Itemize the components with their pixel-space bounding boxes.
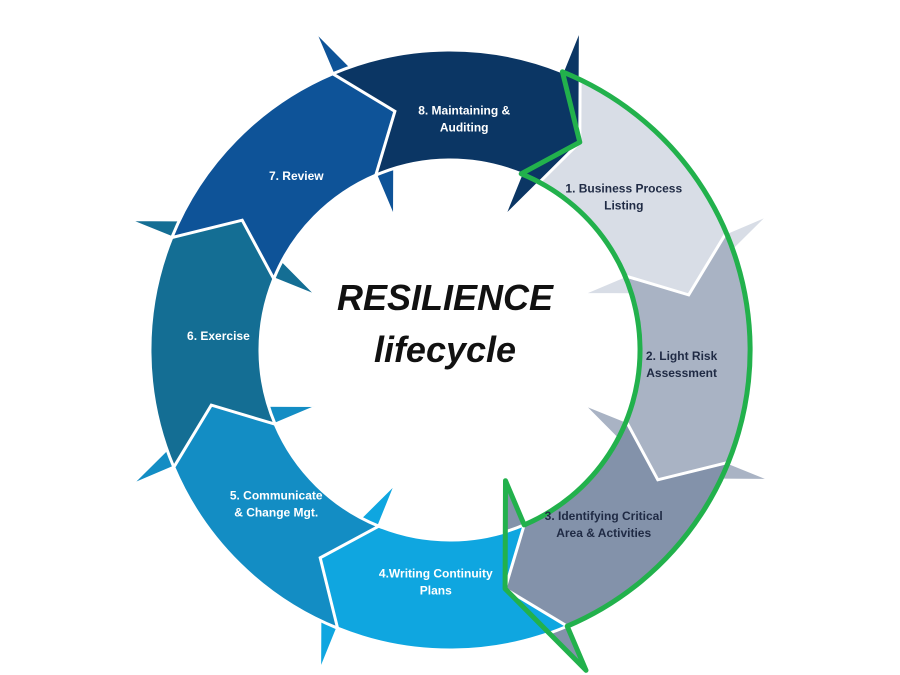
step-8-arrow xyxy=(329,26,582,220)
step-1-label-line1: 1. Business Process xyxy=(565,181,682,195)
highlight-outline xyxy=(502,69,753,673)
step-8-label: 8. Maintaining & Auditing xyxy=(418,103,510,134)
step-5-label-line2: & Change Mgt. xyxy=(234,506,318,520)
step-4-label-line1: 4.Writing Continuity xyxy=(379,567,493,581)
step-3-label-line2: Area & Activities xyxy=(556,526,651,540)
title-resilience: RESILIENCE xyxy=(337,277,554,318)
step-7-label-line1: 7. Review xyxy=(269,169,324,183)
step-7-arrow xyxy=(169,28,397,283)
step-8-label-line2: Auditing xyxy=(440,120,489,134)
step-4-arrow xyxy=(318,480,571,674)
step-6-label-line1: 6. Exercise xyxy=(187,329,250,343)
step-1-label-line2: Listing xyxy=(604,198,643,212)
step-5-label: 5. Communicate & Change Mgt. xyxy=(230,489,323,520)
title-lifecycle: lifecycle xyxy=(374,329,516,370)
step-3-label-line1: 3. Identifying Critical xyxy=(545,509,663,523)
step-6-arrow xyxy=(126,218,320,471)
step-5-arrow xyxy=(128,403,383,631)
step-8-label-line1: 8. Maintaining & xyxy=(418,103,510,117)
step-4-label-line2: Plans xyxy=(420,584,452,598)
step-7-label: 7. Review xyxy=(269,169,324,183)
cycle-segments xyxy=(126,26,774,674)
step-5-label-line1: 5. Communicate xyxy=(230,489,323,503)
step-2-label-line1: 2. Light Risk xyxy=(646,349,718,363)
step-2-label-line2: Assessment xyxy=(646,366,717,380)
step-6-label: 6. Exercise xyxy=(187,329,250,343)
